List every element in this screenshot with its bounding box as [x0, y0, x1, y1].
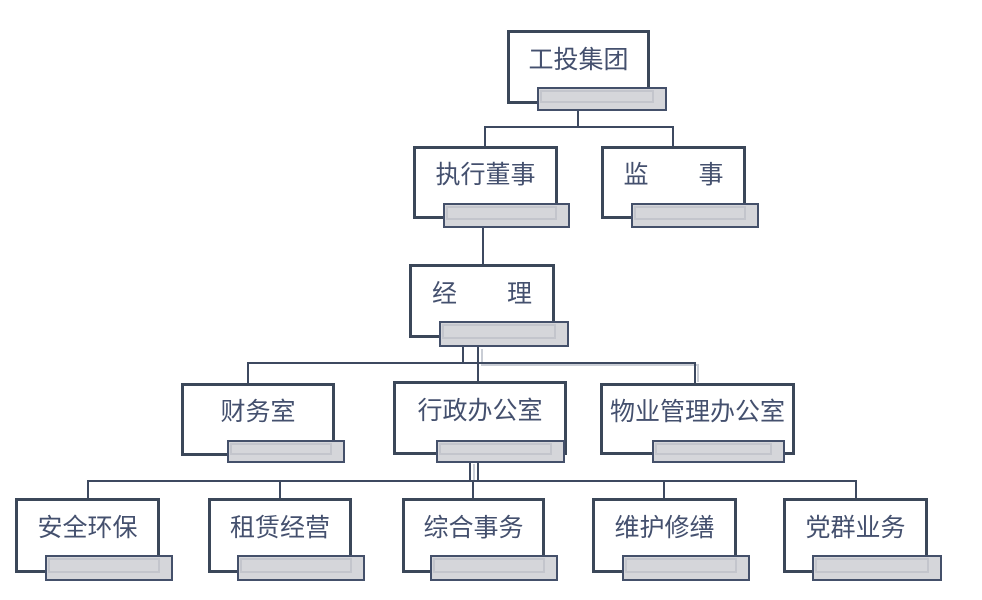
node-shadow-bar	[537, 87, 667, 111]
connector-shadow-lines	[473, 349, 699, 480]
node-label: 行政办公室	[417, 396, 543, 425]
node-shadow-bar	[45, 555, 173, 581]
org-node-finance-office: 财务室	[181, 383, 345, 463]
node-shadow-bar	[439, 321, 569, 347]
org-node-general-affairs: 综合事务	[402, 498, 558, 581]
node-shadow-bar-inner	[433, 558, 545, 573]
node-label: 租赁经营	[229, 514, 330, 542]
node-shadow-bar-inner	[815, 558, 929, 573]
org-node-safety-environment: 安全环保	[15, 498, 173, 581]
node-shadow-bar	[631, 203, 759, 228]
org-node-leasing-operation: 租赁经营	[208, 498, 365, 581]
node-shadow-bar-inner	[540, 90, 654, 103]
node-box: 租赁经营	[208, 498, 352, 573]
org-node-manager: 经 理	[409, 264, 569, 347]
node-shadow-bar-inner	[240, 558, 352, 573]
node-shadow-bar-inner	[48, 558, 160, 573]
node-shadow-bar	[430, 555, 558, 581]
node-label: 物业管理办公室	[609, 397, 785, 426]
node-shadow-bar-inner	[625, 558, 737, 573]
node-shadow-bar	[622, 555, 750, 581]
connector-main-lines	[87, 110, 857, 498]
connector-level4-rail	[247, 362, 696, 383]
connector-level2-rail	[484, 126, 674, 146]
node-shadow-bar	[652, 440, 785, 463]
node-label: 财务室	[220, 398, 296, 426]
node-shadow-bar-inner	[634, 206, 746, 220]
node-shadow-bar	[436, 440, 565, 463]
org-node-supervisor: 监 事	[601, 146, 759, 228]
node-label: 经 理	[431, 279, 532, 308]
node-label: 党群业务	[805, 514, 906, 542]
org-node-maintenance-repair: 维护修缮	[592, 498, 750, 581]
node-label: 工投集团	[528, 45, 629, 74]
org-node-admin-office: 行政办公室	[393, 381, 567, 463]
node-shadow-bar	[812, 555, 942, 581]
node-shadow-bar-inner	[230, 443, 332, 455]
node-shadow-bar-inner	[655, 443, 772, 455]
org-node-property-mgmt-office: 物业管理办公室	[600, 383, 795, 463]
node-shadow-bar	[237, 555, 365, 581]
org-node-group: 工投集团	[507, 30, 667, 111]
node-label: 执行董事	[435, 161, 536, 189]
node-label: 综合事务	[423, 514, 524, 542]
node-shadow-bar	[443, 203, 570, 228]
org-node-party-mass-affairs: 党群业务	[783, 498, 942, 581]
org-node-executive-director: 执行董事	[413, 146, 570, 228]
node-label: 安全环保	[37, 514, 138, 542]
node-shadow-bar	[227, 440, 345, 463]
node-shadow-bar-inner	[446, 206, 557, 220]
node-shadow-bar-inner	[442, 324, 556, 339]
node-label: 监 事	[623, 161, 724, 189]
node-label: 维护修缮	[614, 514, 715, 542]
node-shadow-bar-inner	[439, 443, 552, 455]
